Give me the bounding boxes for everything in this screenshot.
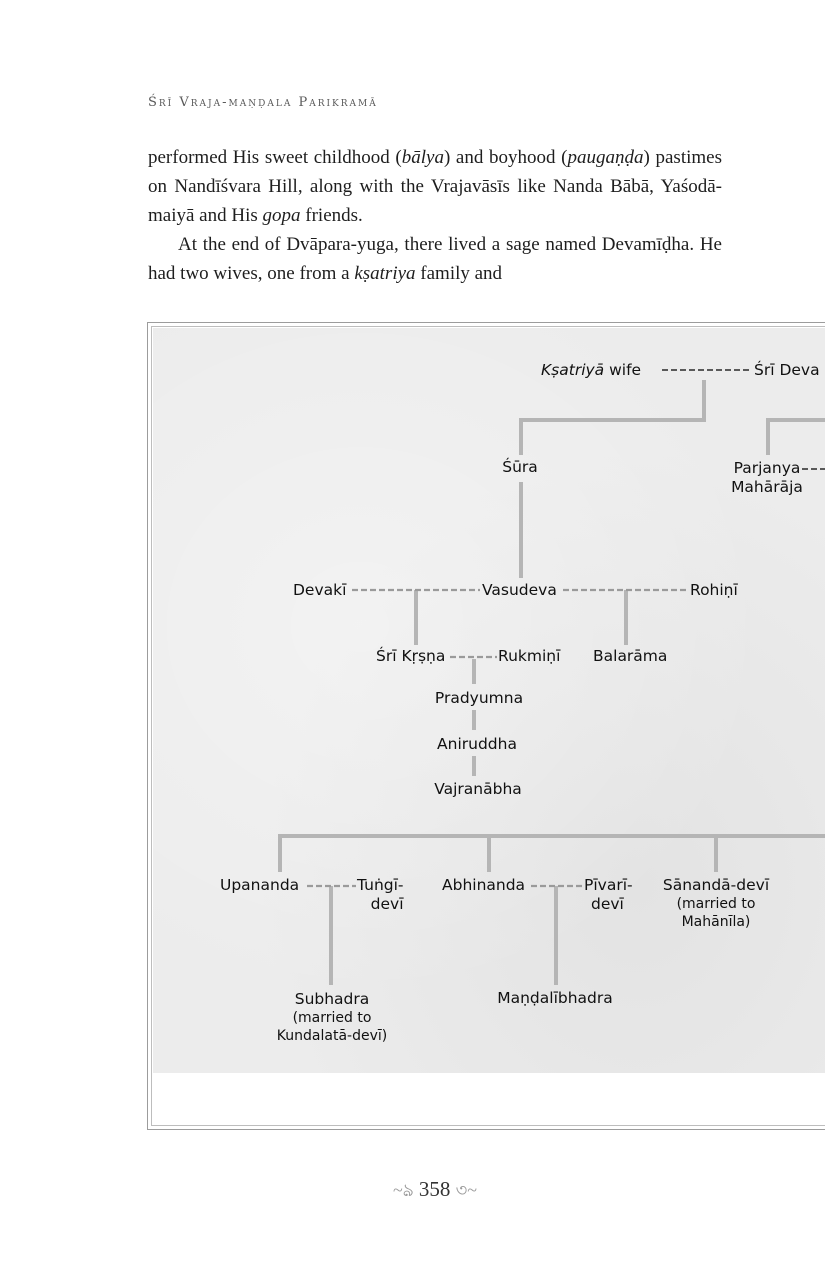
- folio-ornament-right-icon: ৩~: [455, 1180, 478, 1200]
- node-sananda-devi: Sānandā-devī (married to Mahānīla): [662, 876, 770, 930]
- node-mandalibhadra: Maṇḍalībhadra: [497, 989, 613, 1007]
- node-tungi-devi: Tuṅgī-devī: [357, 876, 404, 913]
- node-devaki: Devakī: [293, 581, 347, 599]
- paragraph2-segment: family and: [415, 263, 503, 284]
- node-subhadra: Subhadra (married to Kundalatā-devī): [276, 990, 388, 1044]
- body-text: performed His sweet childhood (bālya) an…: [148, 143, 722, 288]
- node-sura: Śūra: [502, 458, 538, 476]
- node-pivari-devi: Pīvarī-devī: [584, 876, 633, 913]
- node-upananda: Upananda: [220, 876, 300, 894]
- node-abhinanda: Abhinanda: [442, 876, 526, 894]
- paragraph1-segment: paugaṇḍa: [567, 147, 644, 168]
- paragraph-1: performed His sweet childhood (bālya) an…: [148, 143, 722, 230]
- paragraph1-segment: bālya: [401, 147, 444, 168]
- paragraph1-segment: ) and boyhood (: [443, 147, 568, 168]
- node-aniruddha: Aniruddha: [437, 735, 517, 753]
- figure-inner-border: [151, 326, 825, 1126]
- node-rukmini: Rukmiṇī: [498, 647, 561, 665]
- family-tree-figure: [147, 322, 825, 1130]
- node-ksatriya-wife: Kṣatriyā wife: [541, 361, 642, 379]
- paragraph1-segment: gopa: [262, 205, 301, 226]
- paragraph1-segment: performed His sweet childhood (: [148, 147, 402, 168]
- node-sri-deva: Śrī Deva: [754, 361, 820, 379]
- running-head: Śrī Vraja-maṇḍala Parikramā: [148, 95, 378, 110]
- node-sri-krsna: Śrī Kṛṣṇa: [376, 647, 446, 665]
- paragraph2-segment: kṣatriya: [354, 263, 416, 284]
- node-vajranabha: Vajranābha: [434, 780, 522, 798]
- paragraph-2: At the end of Dvāpara-yuga, there lived …: [148, 230, 722, 288]
- paragraph1-segment: ) pastimes on Nandīśvara Hill, along wit…: [148, 147, 722, 226]
- paragraph1-segment: friends.: [300, 205, 363, 226]
- node-rohini: Rohiṇī: [690, 581, 738, 599]
- node-balarama: Balarāma: [593, 647, 668, 665]
- line-to-parjanya: [766, 418, 825, 455]
- node-vasudeva: Vasudeva: [482, 581, 557, 599]
- node-pradyumna: Pradyumna: [434, 689, 524, 707]
- page-number: ~ঌ 358 ৩~: [392, 1177, 478, 1201]
- figure-background: [153, 328, 825, 1073]
- line-ksatriya-to-sura: [519, 380, 706, 455]
- paragraph2-segment: At the end of Dvāpara-yuga, there lived …: [148, 234, 722, 284]
- folio-ornament-left-icon: ~ঌ: [392, 1180, 414, 1200]
